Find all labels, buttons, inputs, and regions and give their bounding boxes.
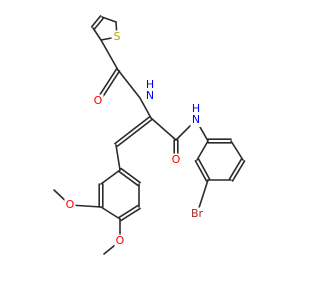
atom-label-background (144, 79, 156, 103)
bond-B5-B6-b (194, 160, 208, 182)
bond-T3-T4 (101, 16, 117, 23)
bond-B3-B4-a (228, 158, 243, 180)
atom-label-background (64, 198, 76, 212)
bond-T1-Cc1 (100, 39, 119, 71)
atom-label-text: O (94, 94, 103, 107)
bond-B5-B6-a (197, 158, 211, 180)
bond-T2-T3-a (93, 17, 105, 30)
bond-Cb-R1 (115, 144, 121, 171)
bond-Cc1-N1 (117, 69, 141, 99)
atom-label-background (111, 30, 123, 44)
bond-N1-Ca (139, 97, 152, 119)
bond-R3-R4-a (118, 204, 139, 219)
bond-T2-T3-b (90, 15, 102, 28)
atom-label-text: N (146, 89, 154, 102)
bond-B2-B3 (230, 140, 244, 161)
atom-o3: O (64, 198, 76, 212)
atom-n2: HN (190, 102, 202, 127)
atom-label-text: O (66, 198, 75, 211)
atom-label-background (92, 94, 104, 108)
atom-s1: S (111, 30, 123, 44)
atom-label-text: H (192, 102, 200, 115)
atom-label-background (114, 234, 126, 248)
atom-label-background (190, 103, 202, 127)
atom-label-text: S (114, 30, 121, 43)
bond-B6-B1 (196, 140, 209, 161)
atom-o2: O (170, 153, 182, 167)
bond-R6-R1 (100, 169, 121, 185)
atom-label-text: O (116, 234, 125, 247)
atom-o4: O (114, 234, 126, 248)
bond-layer (53, 15, 246, 255)
bond-R3-R4-b (120, 207, 141, 222)
bond-Ca-Cb-b (116, 118, 153, 148)
atom-br: Br (188, 207, 206, 221)
atom-label-text: N (192, 113, 200, 126)
bond-B3-B4-b (231, 160, 246, 182)
atom-label-background (188, 207, 206, 221)
bond-R1-R2-b (120, 167, 141, 184)
bond-R1-R2-a (118, 170, 139, 187)
atom-n1: HN (144, 78, 156, 103)
bond-Ca-Cb-a (114, 115, 151, 145)
atom-o1: O (92, 94, 104, 108)
atom-label-text: H (146, 78, 154, 91)
bond-Ca-Cc2 (150, 117, 177, 141)
atom-label-text: O (172, 153, 181, 166)
atom-label-text: Br (191, 207, 204, 220)
bond-R4-R5 (100, 206, 121, 220)
bond-T1-T2 (92, 27, 102, 41)
atom-label-background (170, 153, 182, 167)
